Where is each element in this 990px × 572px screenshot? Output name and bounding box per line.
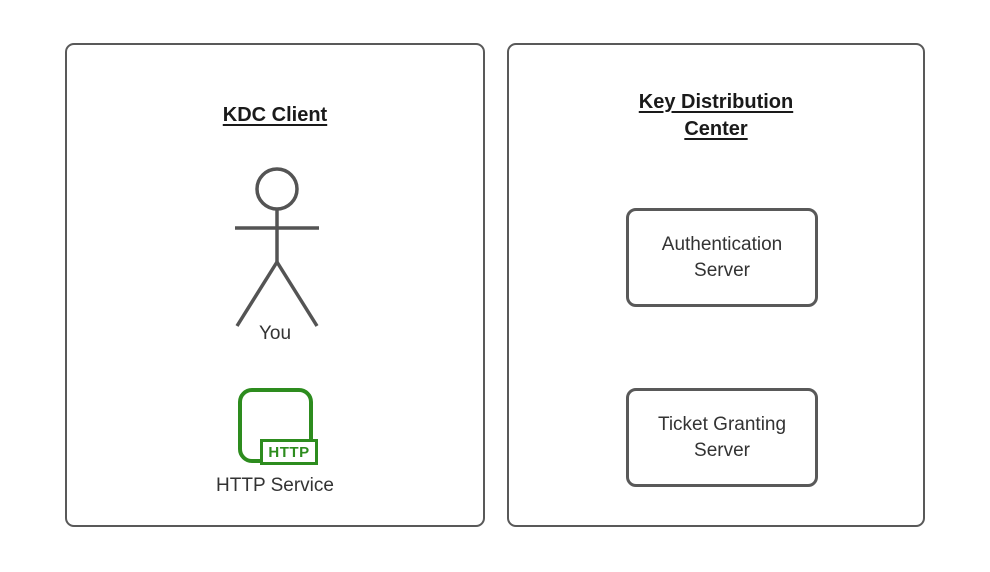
authentication-server-label: Authentication Server [661,233,783,281]
key-distribution-center-title: Key Distribution Center [638,91,794,140]
http-badge-label: HTTP [260,439,318,465]
http-service-label: HTTP Service [216,475,334,496]
ticket-granting-server-node: Ticket Granting Server [626,388,818,487]
authentication-server-node: Authentication Server [626,208,818,307]
ticket-granting-server-label: Ticket Granting Server [657,413,787,461]
kdc-client-title: KDC Client [222,104,328,126]
http-service-icon: HTTP [238,388,388,510]
key-distribution-center-panel: Key Distribution Center Authentication S… [507,43,925,527]
person-icon [235,167,319,327]
actor-label: You [258,323,292,344]
kdc-client-panel: KDC Client You HTTP HTTP Service [65,43,485,527]
